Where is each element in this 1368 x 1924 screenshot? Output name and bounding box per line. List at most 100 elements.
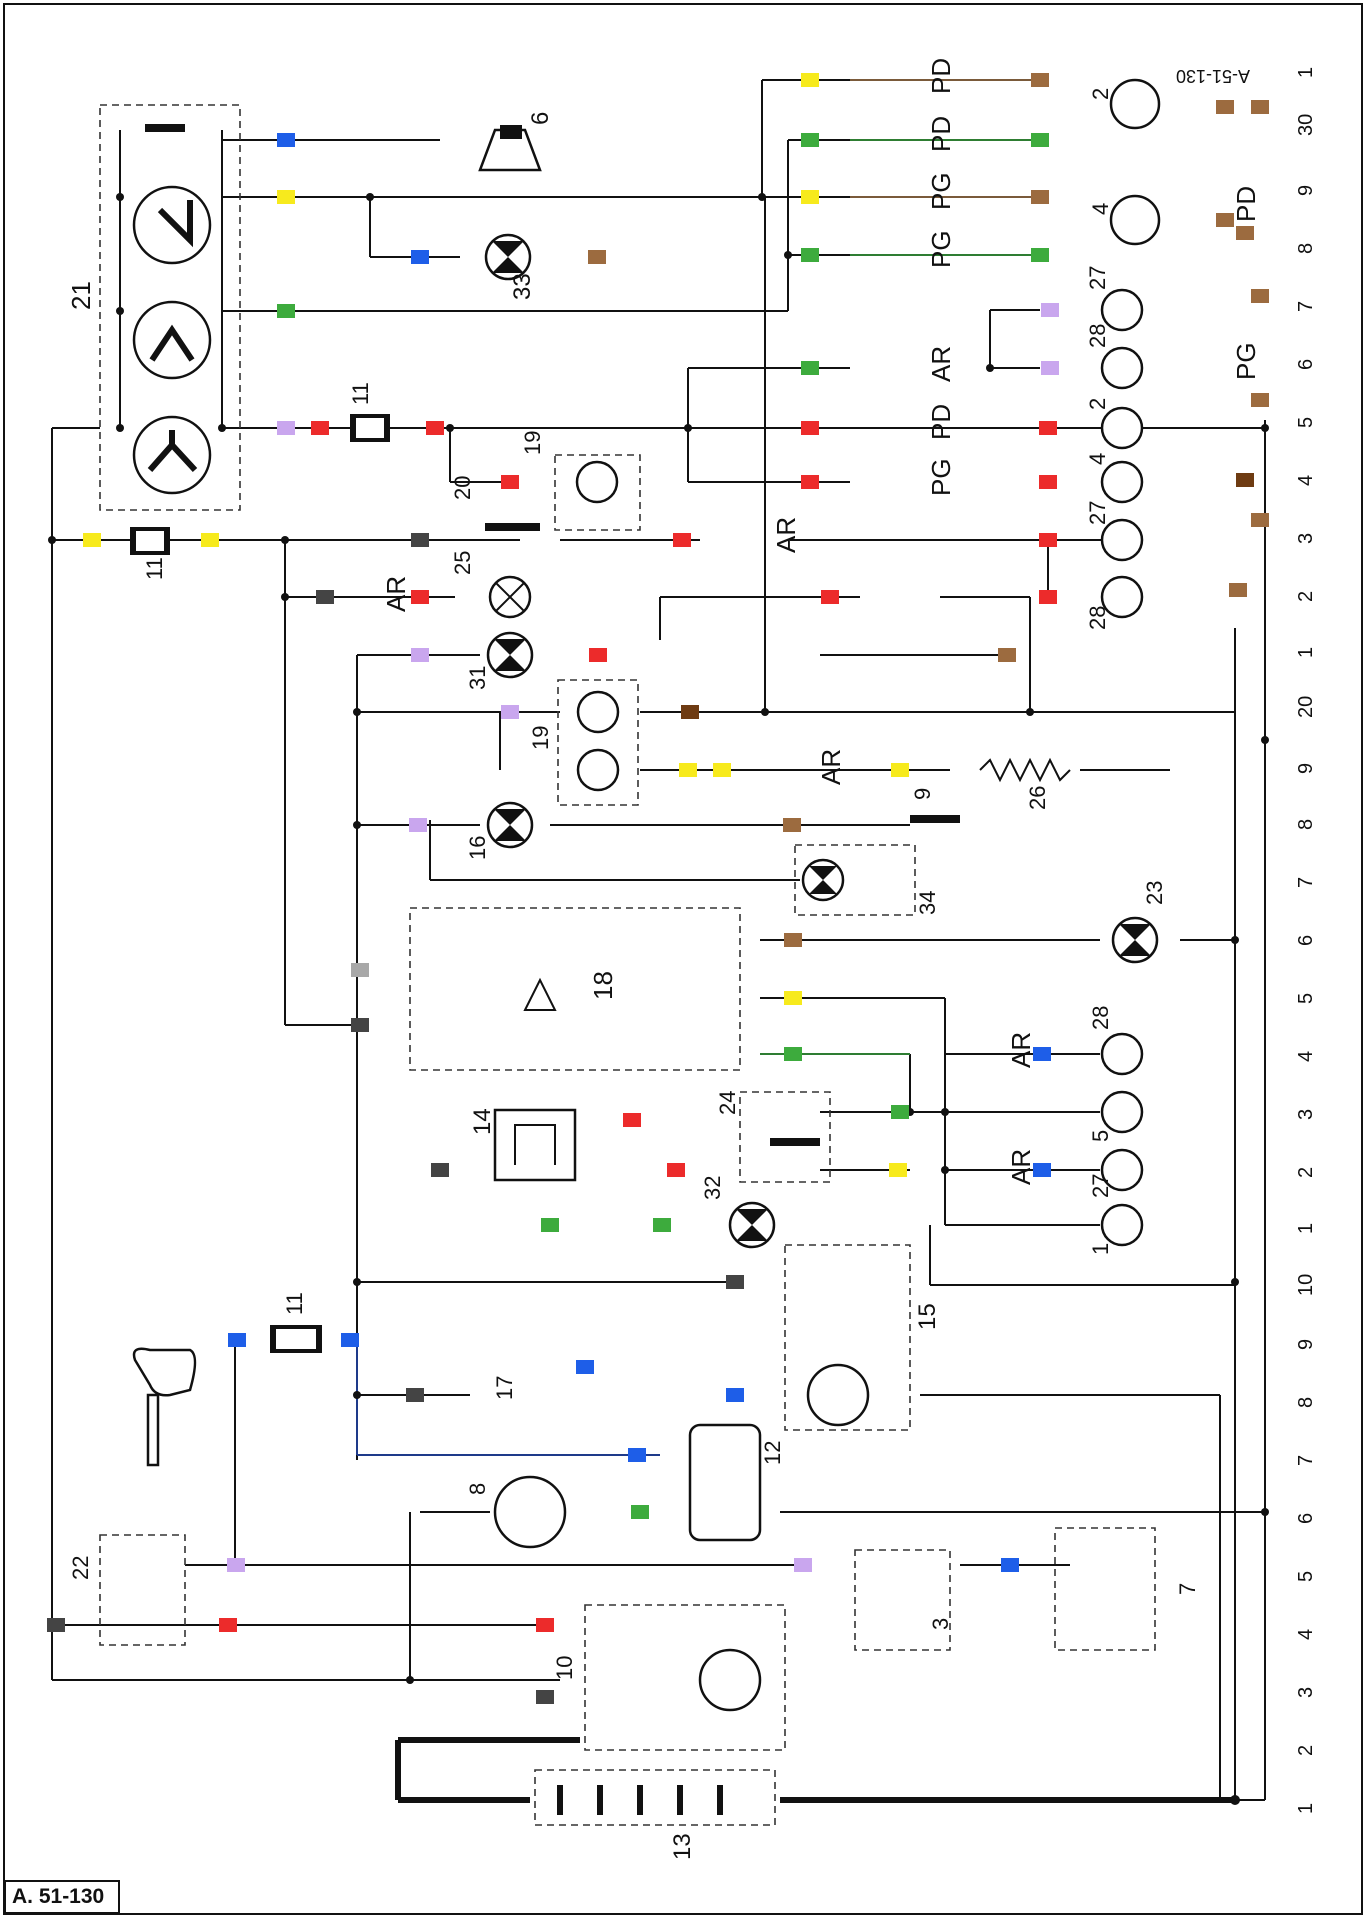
- row-2a: 2: [1295, 591, 1317, 602]
- fuse-11-top: 11: [348, 382, 390, 442]
- conn-pd-3: PD: [926, 404, 956, 440]
- wire-tag-mv: [501, 705, 519, 719]
- label-27-lower: 27: [1088, 1174, 1113, 1198]
- connector-labels: PD PD PG PG AR PD PG AR AR AR AR AR PD P…: [381, 58, 1261, 1185]
- wire-tag-r: [623, 1113, 641, 1127]
- label-19-top: 19: [520, 431, 545, 455]
- wire-color-tags: [47, 73, 1269, 1704]
- row-6b: 6: [1295, 935, 1317, 946]
- mirrored-reference: A-51-130: [1176, 66, 1250, 86]
- label-11-mid: 11: [142, 557, 167, 580]
- flasher-14: 14: [469, 1108, 577, 1182]
- wire-tag-ve: [653, 1218, 671, 1232]
- row-5c: 5: [1295, 1571, 1317, 1582]
- wire-tag-n: [47, 1618, 65, 1632]
- label-19-mid: 19: [528, 726, 553, 750]
- label-7: 7: [1175, 1583, 1200, 1595]
- conn-ar-6: AR: [1006, 1149, 1036, 1185]
- wire-tag-bl: [277, 133, 295, 147]
- ignition-key-icon: [132, 1347, 197, 1467]
- row-5a: 5: [1295, 417, 1317, 428]
- wire-tag-n: [431, 1163, 449, 1177]
- lamp-33: 33: [484, 233, 536, 300]
- label-9: 9: [910, 788, 935, 800]
- wire-tag-ve: [784, 1047, 802, 1061]
- label-2-mid: 2: [1085, 398, 1110, 410]
- label-17: 17: [492, 1376, 517, 1400]
- conn-ar-5: AR: [1006, 1032, 1036, 1068]
- conn-pg-vertical: PG: [1231, 342, 1261, 380]
- wire-tag-r: [673, 533, 691, 547]
- label-24: 24: [715, 1091, 740, 1115]
- conn-pg-1: PG: [926, 172, 956, 210]
- wire-tag-ve: [631, 1505, 649, 1519]
- row-numbers: 1 30 9 8 7 6 5 4 3 2 1 20 9 8 7 6 5 4 3 …: [1295, 67, 1317, 1814]
- wire-tag-j: [83, 533, 101, 547]
- wire-tag-n: [726, 1275, 744, 1289]
- wire-tag-j: [801, 190, 819, 204]
- label-27-mid: 27: [1085, 501, 1110, 525]
- label-25: 25: [450, 551, 475, 575]
- wire-tag-ve: [801, 133, 819, 147]
- wire-tag-ve: [541, 1218, 559, 1232]
- lamp-16: 16: [465, 801, 534, 860]
- wire-tag-mr: [1031, 73, 1049, 87]
- wire-tag-mv: [411, 648, 429, 662]
- label-21: 21: [66, 281, 96, 310]
- label-5: 5: [1088, 1130, 1113, 1142]
- wire-tag-mv: [794, 1558, 812, 1572]
- row-1a: 1: [1295, 647, 1317, 658]
- alternator-8: 8: [465, 1475, 567, 1549]
- horn-6: 6: [478, 112, 554, 172]
- label-11-low: 11: [282, 1292, 307, 1315]
- wire-tag-r: [426, 421, 444, 435]
- label-11-top: 11: [348, 382, 373, 405]
- wire-tag-bl: [228, 1333, 246, 1347]
- wire-tag-mr_dark: [681, 705, 699, 719]
- bus-wires: [51, 79, 1266, 1803]
- row-3b: 3: [1295, 1109, 1317, 1120]
- lamp-19-top: 19: [520, 431, 641, 531]
- label-12: 12: [760, 1441, 785, 1465]
- row-9a: 9: [1295, 185, 1317, 196]
- wire-tag-bl: [726, 1388, 744, 1402]
- label-6: 6: [527, 112, 554, 125]
- label-26: 26: [1025, 786, 1050, 810]
- label-3: 3: [928, 1618, 953, 1630]
- fuse-11-low: 11: [270, 1292, 322, 1353]
- wire-tag-bl: [1033, 1163, 1051, 1177]
- wire-tag-j: [889, 1163, 907, 1177]
- wire-tag-bl: [576, 1360, 594, 1374]
- wire-tag-mr: [1251, 513, 1269, 527]
- wire-tag-r: [219, 1618, 237, 1632]
- conn-ar-4: AR: [816, 749, 846, 785]
- distributor-7: 7: [1054, 1527, 1200, 1651]
- wire-tag-bl: [1033, 1047, 1051, 1061]
- wire-tag-ve: [1031, 248, 1049, 262]
- ref-mirrored: A-51-130: [1176, 66, 1250, 86]
- wire-tag-r: [1039, 533, 1057, 547]
- reference-label: A. 51-130: [4, 1880, 120, 1914]
- row-1b: 1: [1295, 1223, 1317, 1234]
- wire-tag-bl: [1001, 1558, 1019, 1572]
- label-8: 8: [465, 1483, 490, 1495]
- label-2-top: 2: [1088, 88, 1113, 100]
- wire-tag-mr: [783, 818, 801, 832]
- row-1c: 1: [1295, 1803, 1317, 1814]
- wire-tag-ve: [277, 304, 295, 318]
- row-7c: 7: [1295, 1455, 1317, 1466]
- row-9b: 9: [1295, 763, 1317, 774]
- wire-tag-j: [784, 991, 802, 1005]
- sender-26: 26: [979, 757, 1071, 810]
- wire-tag-mr: [1216, 100, 1234, 114]
- wire-tag-j: [891, 763, 909, 777]
- conn-pd-1: PD: [926, 58, 956, 94]
- row-7a: 7: [1295, 301, 1317, 312]
- row-10: 10: [1295, 1274, 1317, 1296]
- switch-block-18: 18: [409, 907, 741, 1071]
- conn-pd-vertical: PD: [1231, 186, 1261, 222]
- label-13: 13: [669, 1833, 696, 1860]
- wire-tag-r: [311, 421, 329, 435]
- wire-tag-ve: [801, 361, 819, 375]
